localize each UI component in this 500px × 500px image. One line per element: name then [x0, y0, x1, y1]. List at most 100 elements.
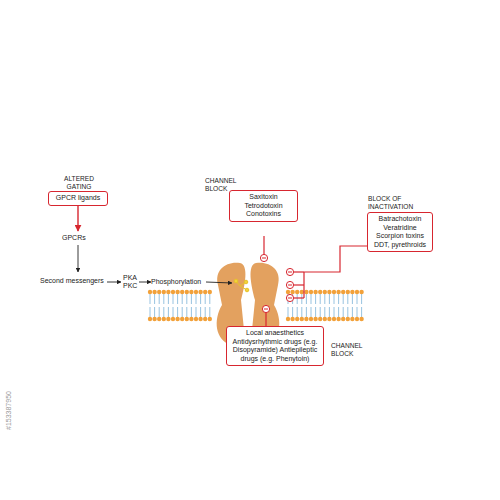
- pathway-step: PKA PKC: [123, 274, 138, 289]
- lipid-tail: [311, 307, 312, 318]
- lipid-head: [346, 317, 350, 321]
- lipid-head: [323, 290, 327, 294]
- category-heading: CHANNEL BLOCK: [331, 342, 381, 358]
- lipid-tail: [186, 307, 187, 318]
- lipid-tail: [324, 307, 325, 318]
- lipid-tail: [163, 293, 164, 304]
- lipid-head: [208, 317, 212, 321]
- lipid-head: [152, 290, 156, 294]
- leader-line: [264, 236, 367, 326]
- lipid-head: [309, 290, 313, 294]
- lipid-head: [355, 317, 359, 321]
- pathway-arrow: [107, 282, 121, 283]
- lipid-tail: [200, 307, 201, 318]
- pathway-arrow: [78, 245, 79, 272]
- phosphate-group: [234, 279, 249, 292]
- lipid-tail: [191, 307, 192, 318]
- lipid-tail: [352, 307, 353, 318]
- lipid-tail: [168, 293, 169, 304]
- lipid-tail: [320, 307, 321, 318]
- lipid-tail: [154, 293, 155, 304]
- lipid-tail: [311, 293, 312, 304]
- lipid-tail: [200, 293, 201, 304]
- lipid-tail: [357, 293, 358, 304]
- lipid-tail: [343, 307, 344, 318]
- block-site: [260, 254, 293, 312]
- lipid-head: [180, 317, 184, 321]
- lipid-head: [208, 290, 212, 294]
- lipid-head: [290, 290, 294, 294]
- lipid-tail: [209, 293, 210, 304]
- lipid-tail: [168, 307, 169, 318]
- lipid-head: [171, 317, 175, 321]
- lipid-tail: [209, 307, 210, 318]
- lipid-head: [189, 317, 193, 321]
- lipid-head: [198, 290, 202, 294]
- lipid-head: [175, 317, 179, 321]
- lipid-head: [327, 317, 331, 321]
- lipid-tail: [347, 293, 348, 304]
- lipid-head: [175, 290, 179, 294]
- lipid-head: [341, 290, 345, 294]
- lipid-head: [148, 317, 152, 321]
- lipid-tail: [159, 307, 160, 318]
- drug-box: CHANNEL BLOCKSaxitoxin Tetrodotoxin Cono…: [229, 190, 298, 222]
- lipid-tail: [320, 293, 321, 304]
- lipid-head: [286, 317, 290, 321]
- lipid-tail: [150, 293, 151, 304]
- lipid-head: [323, 317, 327, 321]
- pathway-arrow: [139, 282, 151, 283]
- lipid-tail: [297, 307, 298, 318]
- lipid-head: [180, 290, 184, 294]
- lipid-head: [332, 317, 336, 321]
- category-heading: ALTERED GATING: [53, 175, 105, 191]
- lipid-tail: [343, 293, 344, 304]
- lipid-head: [327, 290, 331, 294]
- drug-box: CHANNEL BLOCKLocal anaesthetics Antidysr…: [226, 326, 324, 366]
- lipid-head: [341, 317, 345, 321]
- lipid-head: [332, 290, 336, 294]
- lipid-tail: [315, 293, 316, 304]
- lipid-head: [295, 290, 299, 294]
- lipid-tail: [301, 307, 302, 318]
- lipid-tail: [357, 307, 358, 318]
- lipid-head: [203, 290, 207, 294]
- watermark: #153387950: [5, 391, 14, 430]
- lipid-tail: [361, 307, 362, 318]
- lipid-tail: [173, 293, 174, 304]
- lipid-head: [171, 290, 175, 294]
- lipid-tail: [205, 307, 206, 318]
- lipid-tail: [288, 307, 289, 318]
- lipid-head: [166, 317, 170, 321]
- lipid-head: [185, 290, 189, 294]
- box-text: Saxitoxin Tetrodotoxin Conotoxins: [233, 193, 294, 219]
- lipid-tail: [361, 293, 362, 304]
- lipid-tail: [315, 307, 316, 318]
- lipid-head: [162, 317, 166, 321]
- lipid-head: [309, 317, 313, 321]
- lipid-head: [148, 290, 152, 294]
- pathway-arrow: [77, 205, 78, 231]
- lipid-head: [304, 317, 308, 321]
- lipid-head: [198, 317, 202, 321]
- lipid-head: [313, 317, 317, 321]
- lipid-head: [166, 290, 170, 294]
- lipid-tail: [182, 307, 183, 318]
- lipid-head: [350, 290, 354, 294]
- lipid-tail: [186, 293, 187, 304]
- lipid-tail: [150, 307, 151, 318]
- lipid-head: [189, 290, 193, 294]
- lipid-head: [203, 317, 207, 321]
- lipid-tail: [177, 307, 178, 318]
- lipid-tail: [159, 293, 160, 304]
- lipid-tail: [173, 307, 174, 318]
- lipid-head: [157, 290, 161, 294]
- lipid-tail: [334, 307, 335, 318]
- lipid-head: [313, 290, 317, 294]
- lipid-tail: [196, 293, 197, 304]
- lipid-head: [346, 290, 350, 294]
- lipid-head: [336, 290, 340, 294]
- lipid-head: [359, 290, 363, 294]
- pathway-step: Phosphorylation: [151, 278, 211, 286]
